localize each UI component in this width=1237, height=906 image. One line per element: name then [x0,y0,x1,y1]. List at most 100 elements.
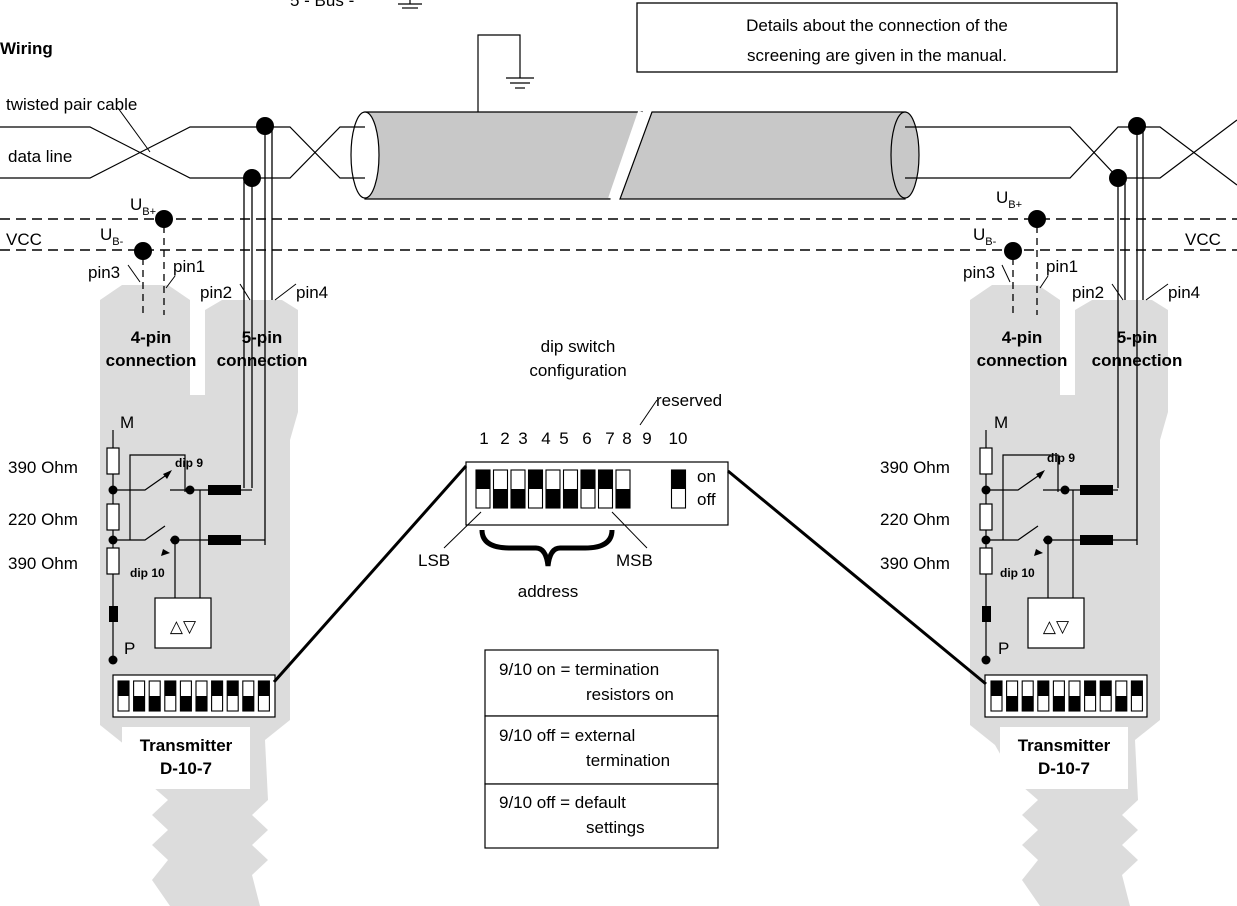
dip-switch-knob-9 [242,696,254,711]
ub-plus-label-right: UB+ [996,188,1022,211]
dip-switch-knob-5 [1053,696,1065,711]
five-pin-label-left-2: connection [217,351,308,370]
m-label-left: M [120,413,134,432]
dip-switch-knob-7 [211,681,223,696]
supply-junction-dots [134,210,1046,260]
dip-switch-knob-4 [528,470,543,489]
note-line-2: screening are given in the manual. [747,46,1007,65]
four-pin-label-right-2: connection [977,351,1068,370]
zoom-lines [272,465,987,686]
r1-label-left: 390 Ohm [8,458,78,477]
sensor-symbol-left: △▽ [170,617,197,636]
screen-ground-icon [477,34,534,112]
legend-1-line-2: resistors on [586,685,674,704]
dip9-label-right: dip 9 [1047,451,1075,465]
note-box [636,2,1118,73]
dip-switch-knob-5 [180,696,192,711]
four-pin-label-right-1: 4-pin [1002,328,1043,347]
legend-3-line-1: 9/10 off = default [499,793,626,812]
dip-switch-knob-10 [258,681,270,696]
four-pin-label-left-1: 4-pin [131,328,172,347]
dip-switch-knob-8 [1100,681,1112,696]
dip-switch-knob-9 [1115,696,1127,711]
dip-on-label: on [697,467,716,486]
legend-3-line-2: settings [586,818,645,837]
address-brace [479,529,615,567]
r1-label-right: 390 Ohm [880,458,950,477]
screened-cable [350,110,920,201]
right-circuit [979,430,1137,660]
center-dip-switches [475,469,687,509]
pin-leaders [127,264,1169,301]
dip10-label-left: dip 10 [130,566,165,580]
dip-number-4: 4 [541,429,550,448]
msb-label: MSB [616,551,653,570]
r2-label-right: 220 Ohm [880,510,950,529]
pin1-label-right: pin1 [1046,257,1078,276]
dip-switch-knob-1 [118,681,129,696]
dip-number-6: 6 [582,429,591,448]
pin4-label-right: pin4 [1168,283,1200,302]
bus-ground-label: 5 - Bus - [290,0,354,10]
dip-switch-knob-2 [1006,696,1018,711]
vcc-label-right: VCC [1185,230,1221,249]
dip-switch-knob-4 [1037,681,1049,696]
right-name-box [1000,727,1128,789]
lsb-label: LSB [418,551,450,570]
dip-switch-knob-7 [1084,681,1096,696]
ub-minus-label-left: UB- [100,225,124,248]
dip-switch-knob-10 [1131,681,1143,696]
r2-label-left: 220 Ohm [8,510,78,529]
pin3-label-right: pin3 [963,263,995,282]
vcc-label-left: VCC [6,230,42,249]
twisted-pair-label: twisted pair cable [6,95,137,114]
dip-config-title-2: configuration [529,361,626,380]
right-circuit-fills [981,470,1113,665]
legend-2-line-2: termination [586,751,670,770]
pin4-label-left: pin4 [296,283,328,302]
top-ground-icon [398,0,422,9]
dip9-label-left: dip 9 [175,456,203,470]
transmitter-name-right-1: Transmitter [1018,736,1111,755]
transmitter-name-left-2: D-10-7 [160,759,212,778]
dip-number-3: 3 [518,429,527,448]
vcc-lines [0,218,1237,251]
dip-number-5: 5 [559,429,568,448]
five-pin-wires [243,126,1144,545]
left-circuit [106,430,265,660]
five-pin-label-left-1: 5-pin [242,328,283,347]
left-transmitter-housing [100,285,298,906]
left-circuit-fills [108,470,241,665]
right-dip-switches [990,680,1143,712]
dip-switch-knob-6 [196,696,207,711]
transmitter-name-right-2: D-10-7 [1038,759,1090,778]
legend [484,649,719,849]
pin1-label-left: pin1 [173,257,205,276]
data-line-label: data line [8,147,72,166]
dip-switch-knob-10 [671,470,686,489]
dip-switch-knob-3 [149,696,161,711]
dip-switch-knob-8 [598,470,613,489]
pin2-label-right: pin2 [1072,283,1104,302]
dip-number-2: 2 [500,429,509,448]
ub-minus-label-right: UB- [973,225,997,248]
p-label-left: P [124,639,135,658]
dip-switch-knob-7 [581,470,595,489]
m-label-right: M [994,413,1008,432]
pin3-label-left: pin3 [88,263,120,282]
dip-switch-knob-3 [1022,696,1034,711]
dip-switch-knob-5 [546,489,560,508]
r3-label-left: 390 Ohm [8,554,78,573]
dip-switch-knob-8 [227,681,239,696]
dip-number-1: 1 [479,429,488,448]
right-transmitter-housing [970,285,1168,906]
dip-number-9: 9 [642,429,651,448]
left-name-box [122,727,250,789]
dip-switch-knob-2 [133,696,145,711]
label-leaders [117,107,151,153]
pin2-label-left: pin2 [200,283,232,302]
dip-switch-knob-6 [1069,696,1080,711]
page-title: Wiring [0,39,53,58]
dip-switch-knob-1 [991,681,1002,696]
